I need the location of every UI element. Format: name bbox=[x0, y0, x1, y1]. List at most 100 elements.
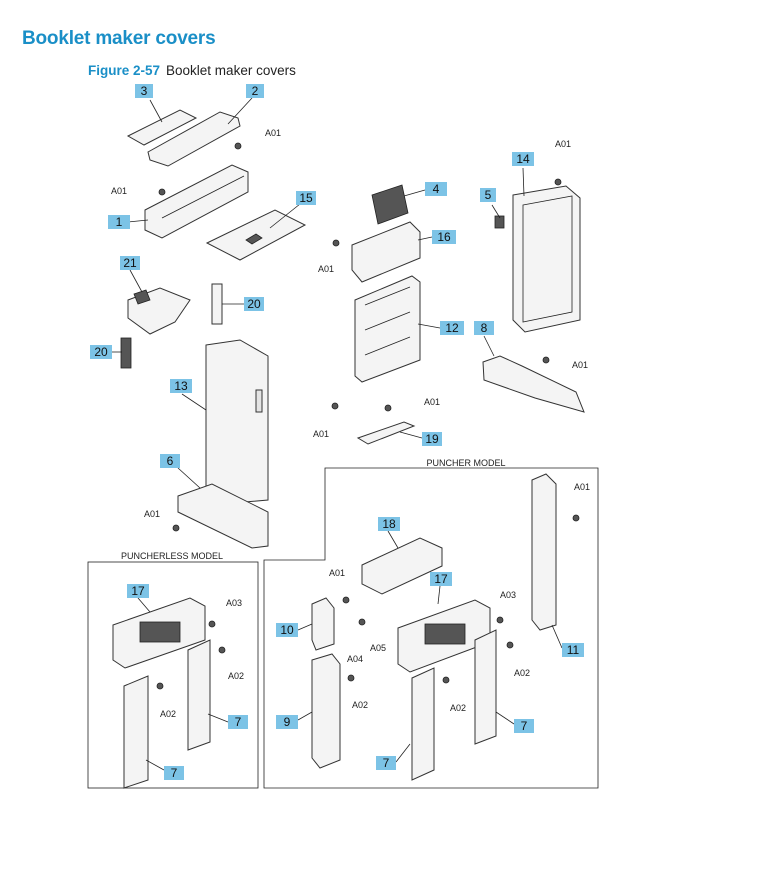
svg-text:14: 14 bbox=[516, 152, 530, 166]
screw-label: A01 bbox=[265, 128, 281, 138]
screw-label: A02 bbox=[352, 700, 368, 710]
callout-6: 6 bbox=[160, 454, 180, 468]
svg-text:2: 2 bbox=[252, 84, 259, 98]
part-top-cover-3 bbox=[126, 109, 198, 146]
svg-text:20: 20 bbox=[94, 345, 108, 359]
callout-13: 13 bbox=[170, 379, 192, 393]
figure-caption: Figure 2-57 Booklet maker covers bbox=[88, 63, 296, 78]
callout-18: 18 bbox=[378, 517, 400, 531]
callout-2: 2 bbox=[246, 84, 264, 98]
part-cover-7-puncher-b bbox=[474, 629, 497, 745]
part-panel-17-puncherless bbox=[112, 597, 206, 669]
part-lower-cover-6 bbox=[177, 483, 269, 549]
svg-text:15: 15 bbox=[299, 191, 313, 205]
screw-label: A03 bbox=[500, 590, 516, 600]
callout-8: 8 bbox=[474, 321, 494, 335]
screw-label: A02 bbox=[228, 671, 244, 681]
svg-text:18: 18 bbox=[382, 517, 396, 531]
svg-text:20: 20 bbox=[247, 297, 261, 311]
callout-15: 15 bbox=[296, 191, 316, 205]
puncherless-model-frame: PUNCHERLESS MODEL bbox=[87, 551, 259, 789]
screw-labels: A01 A01 A01 A01 A01 A01 A01 A01 A01 A01 … bbox=[111, 128, 590, 719]
part-punch-unit-18 bbox=[361, 537, 443, 595]
screw-label: A01 bbox=[144, 509, 160, 519]
svg-text:7: 7 bbox=[521, 719, 528, 733]
screw-label: A01 bbox=[111, 186, 127, 196]
screw-label: A01 bbox=[329, 568, 345, 578]
part-cover-7-puncherless-a bbox=[187, 639, 211, 751]
page-title: Booklet maker covers bbox=[22, 28, 216, 49]
part-filter-20a bbox=[211, 283, 223, 325]
screw-label: A05 bbox=[370, 643, 386, 653]
part-cover-7-puncherless-b bbox=[123, 675, 149, 789]
callout-3: 3 bbox=[135, 84, 153, 98]
screw-label: A04 bbox=[347, 654, 363, 664]
screw-label: A02 bbox=[450, 703, 466, 713]
callout-12: 12 bbox=[440, 321, 464, 335]
svg-text:11: 11 bbox=[567, 643, 580, 657]
part-bracket-19 bbox=[356, 421, 416, 445]
part-rear-frame-12 bbox=[354, 275, 421, 383]
callout-7-puncherless-a: 7 bbox=[228, 715, 248, 729]
callout-16: 16 bbox=[432, 230, 456, 244]
figure-number: Figure 2-57 bbox=[88, 63, 161, 78]
svg-text:17: 17 bbox=[131, 584, 145, 598]
svg-text:10: 10 bbox=[280, 623, 294, 637]
screw-label: A01 bbox=[313, 429, 329, 439]
figure-caption-text: Booklet maker covers bbox=[166, 63, 296, 78]
screw-label: A01 bbox=[572, 360, 588, 370]
puncher-model-label: PUNCHER MODEL bbox=[426, 458, 505, 468]
callout-1: 1 bbox=[108, 215, 130, 229]
svg-text:5: 5 bbox=[485, 188, 492, 202]
callout-5: 5 bbox=[480, 188, 496, 202]
svg-text:12: 12 bbox=[445, 321, 459, 335]
callout-21: 21 bbox=[120, 256, 140, 270]
svg-text:17: 17 bbox=[434, 572, 448, 586]
part-guide-21 bbox=[127, 287, 191, 335]
svg-text:4: 4 bbox=[433, 182, 440, 196]
svg-text:6: 6 bbox=[167, 454, 174, 468]
svg-text:8: 8 bbox=[481, 321, 488, 335]
svg-text:1: 1 bbox=[116, 215, 123, 229]
callout-20-a: 20 bbox=[244, 297, 264, 311]
svg-text:7: 7 bbox=[171, 766, 178, 780]
puncher-model-frame: PUNCHER MODEL bbox=[263, 458, 599, 789]
part-side-panel-14 bbox=[512, 185, 581, 333]
svg-text:19: 19 bbox=[425, 432, 439, 446]
callout-17-puncher: 17 bbox=[430, 572, 452, 586]
callout-11: 11 bbox=[562, 643, 584, 657]
svg-text:3: 3 bbox=[141, 84, 148, 98]
screw-label: A02 bbox=[514, 668, 530, 678]
part-front-cover-13 bbox=[205, 339, 269, 506]
callout-10: 10 bbox=[276, 623, 298, 637]
part-cover-10 bbox=[311, 597, 335, 651]
leader-lines bbox=[112, 97, 563, 771]
callout-17-puncherless: 17 bbox=[127, 584, 149, 598]
part-side-panel-11 bbox=[531, 473, 557, 631]
part-tray-15 bbox=[205, 209, 307, 261]
part-filter-20b bbox=[120, 337, 132, 369]
part-cover-7-puncher-a bbox=[411, 667, 435, 781]
screw-label: A01 bbox=[574, 482, 590, 492]
callout-4: 4 bbox=[425, 182, 447, 196]
screw-label: A01 bbox=[318, 264, 334, 274]
svg-text:16: 16 bbox=[437, 230, 451, 244]
part-clip-5 bbox=[494, 215, 505, 229]
svg-text:7: 7 bbox=[383, 756, 390, 770]
callout-7-puncher-a: 7 bbox=[376, 756, 396, 770]
screw-label: A01 bbox=[424, 397, 440, 407]
puncherless-model-label: PUNCHERLESS MODEL bbox=[121, 551, 223, 561]
screw-label: A02 bbox=[160, 709, 176, 719]
callout-14: 14 bbox=[512, 152, 534, 166]
screw-label: A01 bbox=[555, 139, 571, 149]
part-cover-9 bbox=[311, 653, 341, 769]
callout-9: 9 bbox=[276, 715, 298, 729]
callout-19: 19 bbox=[422, 432, 442, 446]
callout-7-puncherless-b: 7 bbox=[164, 766, 184, 780]
svg-text:7: 7 bbox=[235, 715, 242, 729]
part-lower-cover-1 bbox=[144, 164, 249, 239]
part-panel-17-puncher bbox=[397, 599, 491, 673]
svg-text:13: 13 bbox=[174, 379, 188, 393]
svg-text:9: 9 bbox=[284, 715, 291, 729]
